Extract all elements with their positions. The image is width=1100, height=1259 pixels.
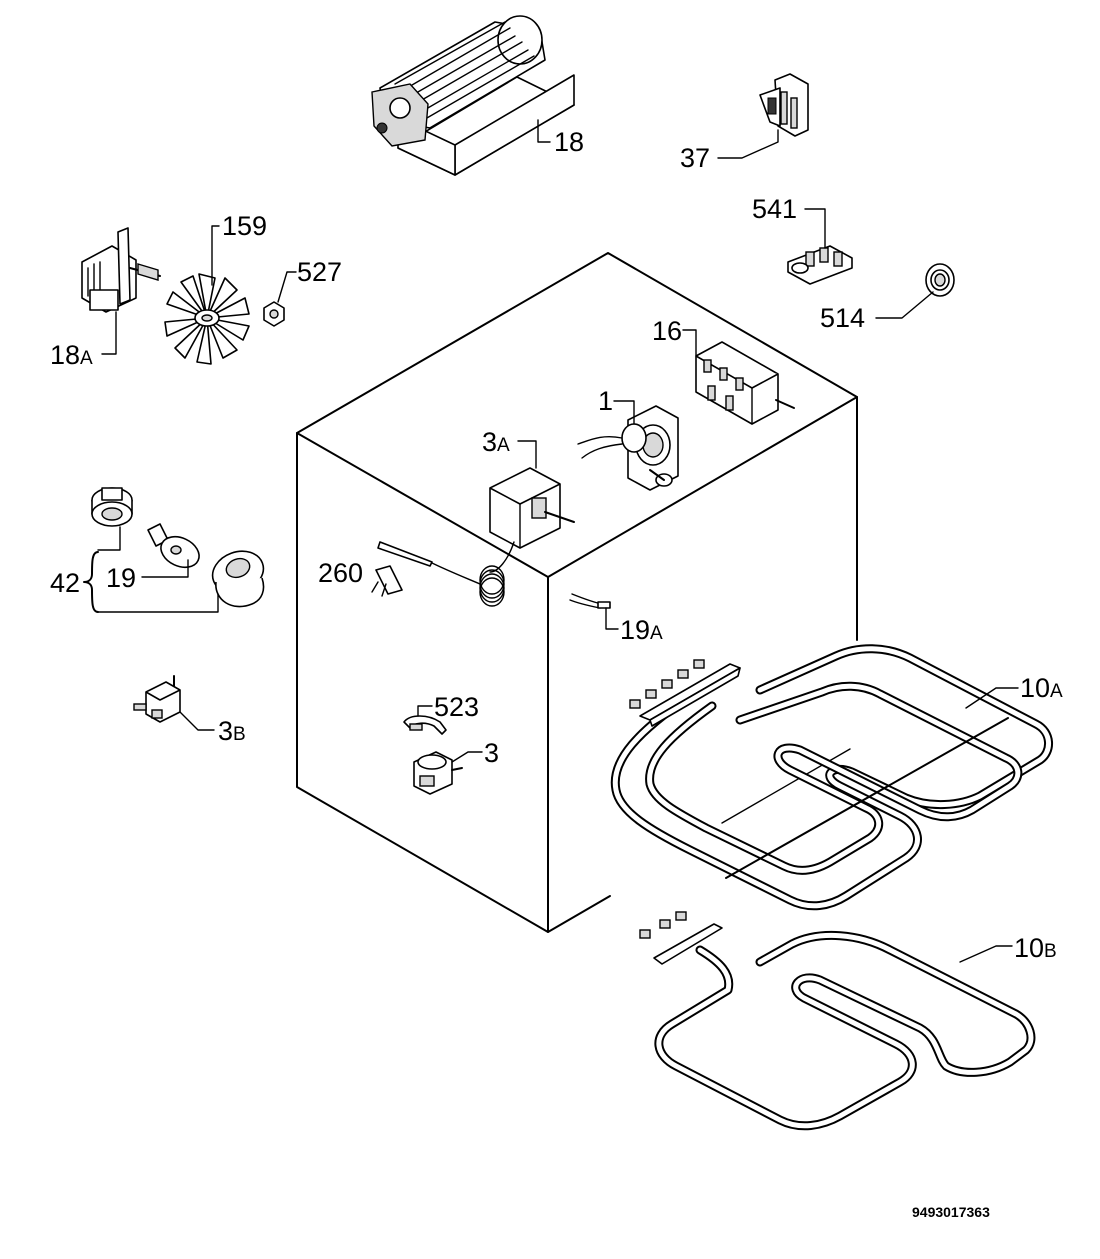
leader-line-159 — [211, 225, 220, 286]
part-label-10a[interactable]: 10A — [1020, 673, 1063, 703]
part-label-16[interactable]: 16 — [652, 316, 682, 346]
terminal-clip-part[interactable] — [759, 73, 809, 137]
part-label-541[interactable]: 541 — [752, 194, 797, 224]
tangential-fan-part[interactable] — [371, 15, 575, 176]
selector-switch-part[interactable] — [695, 341, 795, 425]
fan-nut-part[interactable] — [263, 301, 285, 327]
lamp-assembly-brace — [83, 551, 99, 613]
part-label-42[interactable]: 42 — [50, 568, 80, 598]
part-label-3b[interactable]: 3B — [218, 716, 246, 746]
leader-line-19a — [605, 607, 619, 630]
lamp-bulb-part[interactable] — [147, 523, 204, 573]
leader-line-527 — [277, 271, 297, 303]
leader-line-3 — [451, 751, 483, 763]
part-label-3a[interactable]: 3A — [482, 427, 510, 457]
oven-cabinet-outline — [296, 252, 858, 933]
leader-line-16 — [682, 329, 697, 357]
sensor-wire-part[interactable] — [569, 593, 611, 609]
leader-line-37 — [717, 129, 779, 159]
leader-line-10a — [965, 687, 1019, 709]
drawing-code: 9493017363 — [912, 1204, 990, 1220]
fan-motor-part[interactable] — [81, 227, 161, 313]
leader-line-541 — [804, 208, 826, 249]
lower-heating-element-part[interactable] — [639, 911, 1036, 1131]
part-label-523[interactable]: 523 — [434, 692, 479, 722]
part-label-159[interactable]: 159 — [222, 211, 267, 241]
terminal-block-part[interactable] — [787, 245, 853, 285]
leader-line-1 — [613, 400, 635, 425]
part-label-19[interactable]: 19 — [106, 563, 136, 593]
part-label-19a[interactable]: 19A — [620, 615, 663, 645]
leader-line-lamp-holder — [97, 526, 121, 551]
leader-line-18a — [101, 311, 117, 355]
leader-line-523 — [417, 705, 433, 717]
part-label-3[interactable]: 3 — [484, 738, 499, 768]
part-label-527[interactable]: 527 — [297, 257, 342, 287]
safety-limiter-part[interactable] — [133, 675, 181, 723]
leader-line-514 — [875, 291, 934, 319]
lamp-holder-part[interactable] — [91, 487, 133, 527]
part-label-1[interactable]: 1 — [598, 386, 613, 416]
part-label-10b[interactable]: 10B — [1014, 933, 1057, 963]
part-label-18[interactable]: 18 — [554, 127, 584, 157]
part-label-37[interactable]: 37 — [680, 143, 710, 173]
leader-line-lamp-cover — [97, 593, 219, 613]
leader-line-19 — [141, 559, 189, 578]
part-label-514[interactable]: 514 — [820, 303, 865, 333]
thermostat-part[interactable] — [377, 467, 575, 607]
part-label-18a[interactable]: 18A — [50, 340, 93, 370]
thermostat-bracket-part[interactable] — [403, 715, 447, 735]
safety-thermostat-part[interactable] — [413, 751, 463, 795]
leader-line-3a — [517, 440, 537, 469]
leader-line-3b — [179, 711, 215, 731]
capillary-clip-part[interactable] — [371, 565, 403, 597]
part-label-260[interactable]: 260 — [318, 558, 363, 588]
lamp-cover-part[interactable] — [207, 544, 270, 608]
timer-part[interactable] — [577, 405, 679, 491]
leader-line-18 — [537, 119, 551, 143]
leader-line-10b — [959, 945, 1013, 963]
fan-blade-part[interactable] — [164, 273, 250, 365]
grommet-part[interactable] — [925, 263, 955, 297]
upper-heating-element-part[interactable] — [610, 644, 1053, 911]
